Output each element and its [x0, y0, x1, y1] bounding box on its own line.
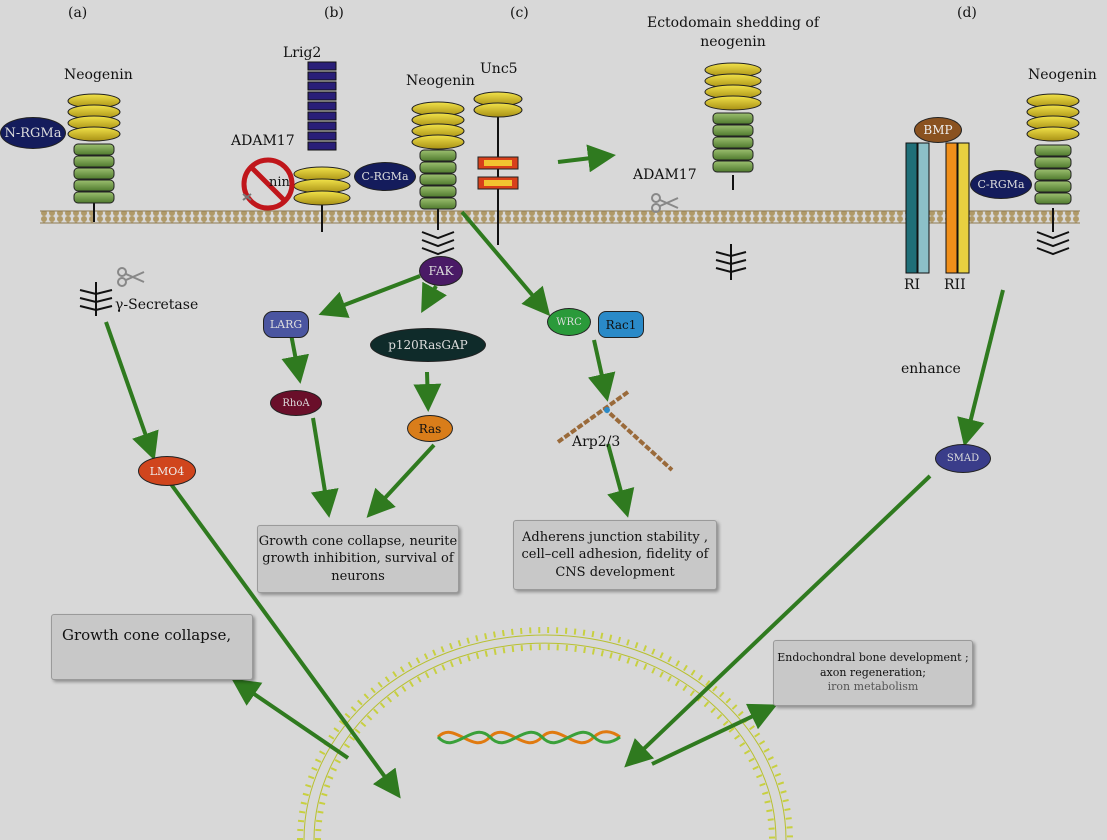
wrc-complex: WRC: [547, 308, 591, 336]
neogenin-receptor-c: [411, 101, 465, 256]
unc5-receptor: [473, 91, 523, 245]
panel-label-d: (d): [957, 5, 977, 21]
adam17-inhibited-icon: [241, 157, 295, 211]
cleaved-intracellular-domain-a: [79, 282, 113, 316]
scissors-icon-adam17: [651, 193, 679, 213]
lrig2-label: Lrig2: [283, 45, 322, 61]
adam17-label-c: ADAM17: [633, 167, 697, 183]
bmp-receptor-rii: [945, 142, 970, 274]
outcome-adherens-box: Adherens junction stability , cell–cell …: [513, 520, 717, 590]
gamma-secretase-label: γ-Secretase: [115, 297, 199, 313]
panel-label-c: (c): [510, 5, 529, 21]
outcome-iron-text: iron metabolism: [827, 680, 919, 694]
ectodomain-shedding-label: Ectodomain shedding of neogenin: [647, 15, 819, 50]
outcome-adherens-text: Adherens junction stability , cell–cell …: [521, 529, 709, 580]
panel-label-b: (b): [324, 5, 344, 21]
cleaved-intracellular-domain-c: [715, 244, 747, 280]
ri-label: RI: [904, 277, 921, 293]
unc5-label: Unc5: [480, 61, 518, 77]
lrig2-receptor: [293, 61, 351, 232]
larg-gef: LARG: [263, 311, 309, 338]
c-rgma-ligand-d: C-RGMa: [970, 170, 1032, 199]
arp23-node: [604, 407, 610, 413]
n-rgma-ligand: N-RGMa: [0, 117, 66, 149]
fak-kinase: FAK: [419, 256, 463, 286]
nuclear-envelope: [286, 616, 804, 840]
panel-label-a: (a): [68, 5, 88, 21]
arp23-label: Arp2/3: [572, 434, 621, 450]
c-rgma-ligand-c: C-RGMa: [354, 162, 416, 191]
shed-neogenin-ectodomain: [704, 62, 762, 190]
scissors-icon-gamma-secretase: [117, 267, 145, 287]
ras-gtpase: Ras: [407, 415, 453, 442]
neogenin-label-a: Neogenin: [64, 67, 133, 83]
rac1-gtpase: Rac1: [598, 311, 644, 338]
smad-factor: SMAD: [935, 444, 991, 473]
lmo4-factor: LMO4: [138, 456, 196, 486]
neogenin-label-d: Neogenin: [1028, 67, 1097, 83]
outcome-growth-collapse-text: Growth cone collapse,: [62, 626, 232, 644]
bmp-ligand: BMP: [914, 117, 962, 143]
neogenin-receptor-d: [1026, 93, 1080, 256]
rhoa-gtpase: RhoA: [270, 390, 322, 416]
p120rasgap: p120RasGAP: [370, 328, 486, 362]
dna-helix-icon: [436, 730, 621, 745]
outcome-growth-inhibition-box: Growth cone collapse, neurite growth inh…: [257, 525, 459, 593]
outcome-endochondral-box: Endochondral bone development ; axon reg…: [773, 640, 973, 706]
neogenin-label-c: Neogenin: [406, 73, 475, 89]
inhibited-neogenin-fragment-label: nin: [269, 175, 290, 190]
rii-label: RII: [944, 277, 966, 293]
outcome-endochondral-text: Endochondral bone development ; axon reg…: [777, 650, 969, 679]
neogenin-receptor-a: [67, 93, 121, 222]
enhance-label: enhance: [901, 361, 961, 377]
adam17-label-b: ADAM17: [231, 133, 295, 149]
arp23-actin-branch: [556, 390, 674, 472]
bmp-receptor-ri: [905, 142, 930, 274]
outcome-growth-inhibition-text: Growth cone collapse, neurite growth inh…: [258, 533, 458, 584]
outcome-growth-collapse-box: Growth cone collapse,: [51, 614, 253, 680]
pathway-arrows: [104, 144, 1005, 799]
